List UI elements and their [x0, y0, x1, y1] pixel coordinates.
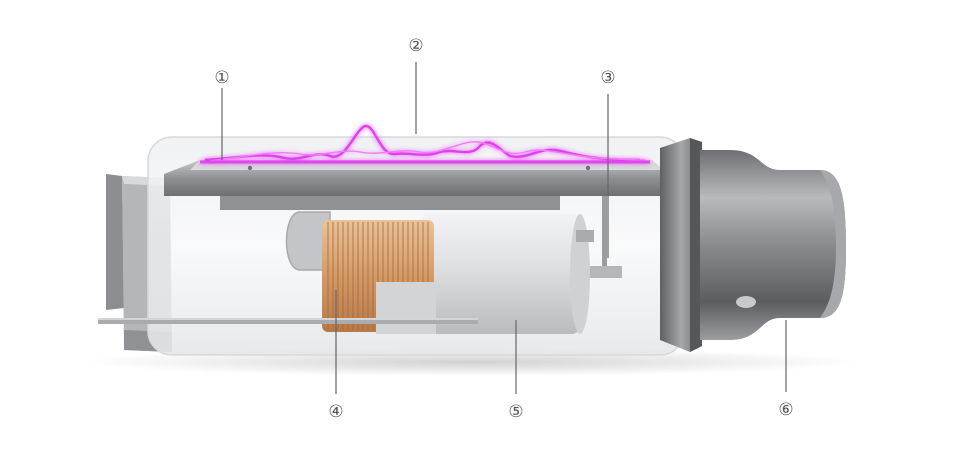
front-flange — [660, 138, 702, 352]
callout-2: ② — [408, 36, 423, 56]
callout-6: ⑥ — [778, 400, 793, 420]
callout-5: ⑤ — [508, 402, 523, 422]
drive-rod — [590, 196, 622, 278]
callout-1: ① — [214, 68, 229, 88]
vibration-wave — [200, 124, 650, 164]
armature-rod — [98, 318, 478, 324]
voice-coil — [322, 220, 436, 334]
callout-3: ③ — [600, 68, 615, 88]
armature-loop — [285, 211, 331, 271]
sound-nozzle — [700, 150, 846, 340]
leader-lines — [221, 62, 787, 394]
callout-4: ④ — [328, 402, 343, 422]
magnet-block — [420, 214, 594, 334]
